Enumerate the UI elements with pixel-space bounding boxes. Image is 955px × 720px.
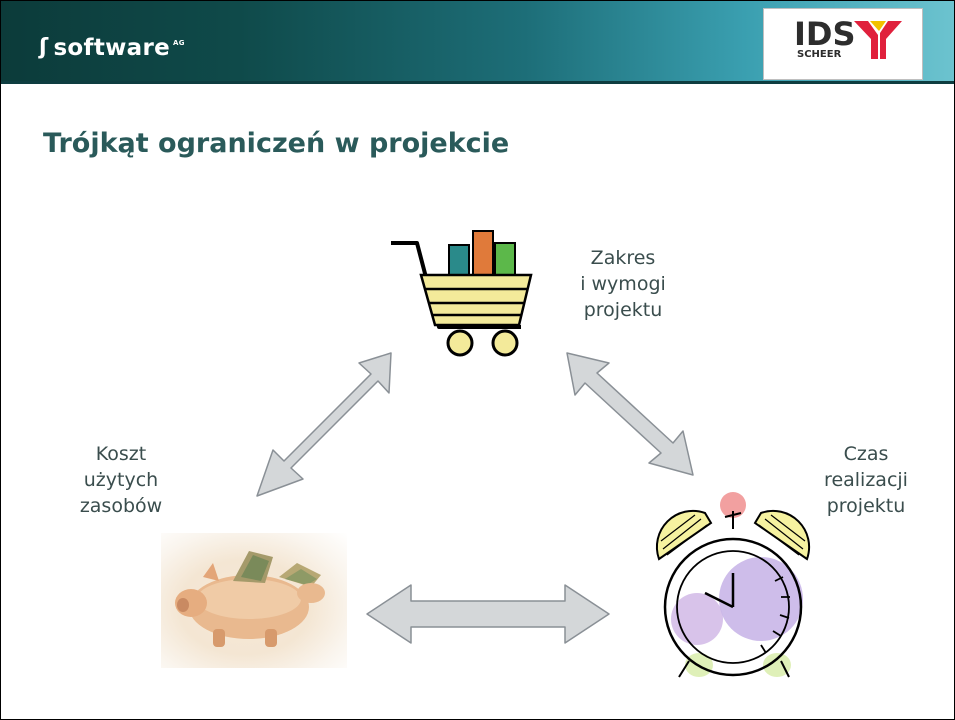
software-ag-wordmark: software <box>53 35 171 61</box>
cost-label: Koszt użytych zasobów <box>61 441 181 519</box>
time-label-line-1: Czas <box>843 443 889 465</box>
header-divider <box>1 81 954 84</box>
time-label-line-3: projektu <box>826 495 906 517</box>
slide-title: Trójkąt ograniczeń w projekcie <box>43 128 510 159</box>
time-label-line-2: realizacji <box>824 469 908 491</box>
ids-scheer-logo: IDS SCHEER <box>763 8 923 80</box>
alarm-clock-icon <box>655 492 811 678</box>
scope-label-line-2: i wymogi <box>580 273 666 295</box>
software-ag-suffix: AG <box>173 39 185 47</box>
piggy-bank-icon <box>175 551 325 647</box>
arrow-scope-cost <box>256 352 392 497</box>
header-bar: ʃ software AG IDS SCHEER <box>1 1 954 81</box>
software-ag-logo: ʃ software AG <box>39 35 185 61</box>
scope-label-line-3: projektu <box>583 299 663 321</box>
piggy-bank-image <box>161 533 347 668</box>
cost-label-line-3: zasobów <box>79 495 163 517</box>
shopping-cart-icon <box>391 230 533 357</box>
scope-label: Zakres i wymogi projektu <box>561 245 685 323</box>
cost-label-line-2: użytych <box>83 469 159 491</box>
scheer-wordmark: SCHEER <box>797 49 842 60</box>
ids-y-mark-icon <box>854 21 902 59</box>
software-ag-mark-icon: ʃ <box>39 35 49 60</box>
cost-label-line-1: Koszt <box>95 443 147 465</box>
arrow-cost-time <box>366 584 610 644</box>
ids-wordmark: IDS <box>794 15 856 53</box>
time-label: Czas realizacji projektu <box>801 441 931 519</box>
scope-label-line-1: Zakres <box>590 247 656 269</box>
arrow-scope-time <box>566 352 694 476</box>
